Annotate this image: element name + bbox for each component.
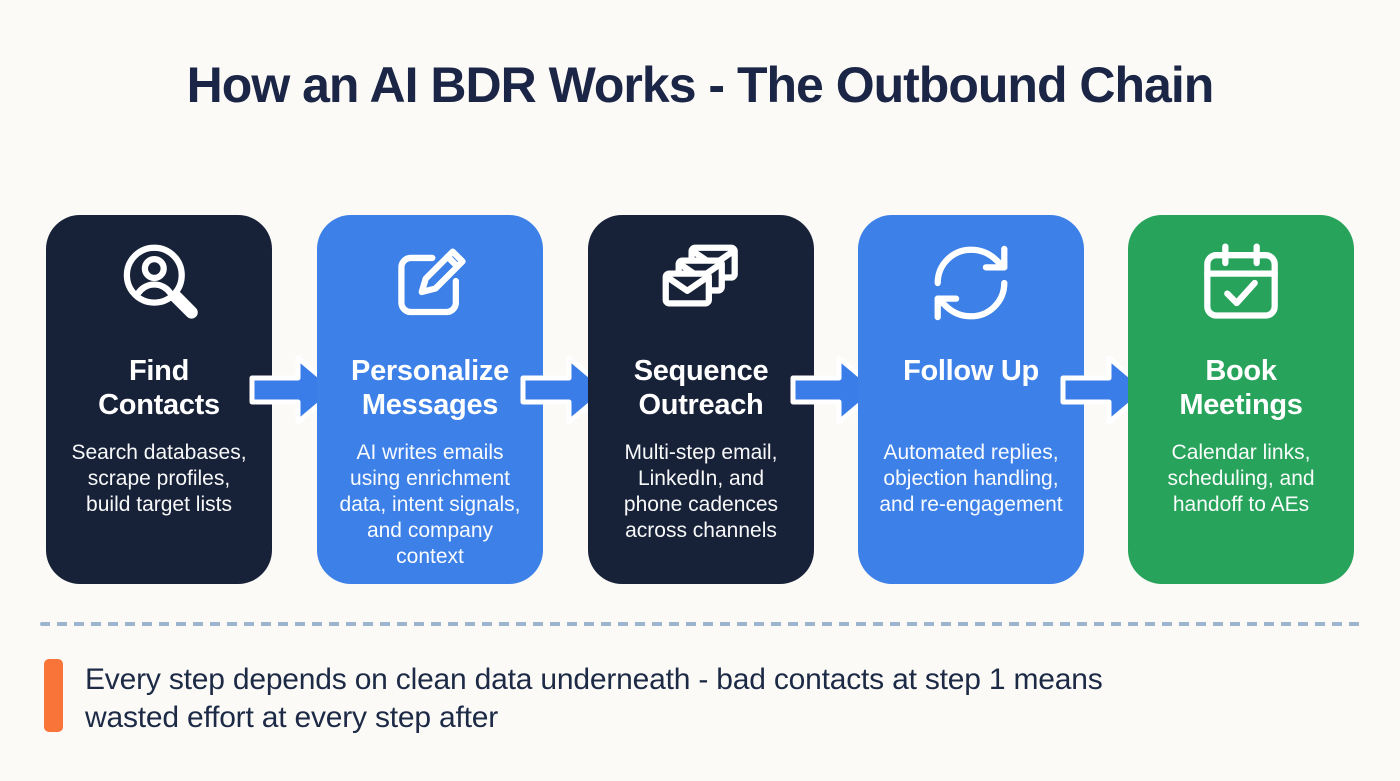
user-search-icon — [46, 236, 272, 330]
compose-edit-icon — [317, 236, 543, 330]
callout-accent-bar — [44, 659, 63, 732]
step-description: Automated replies,objection handling,and… — [879, 441, 1063, 516]
calendar-check-icon — [1128, 236, 1354, 330]
mail-stack-icon — [588, 236, 814, 330]
callout-text: Every step depends on clean data underne… — [85, 663, 1103, 734]
dashed-divider — [40, 622, 1360, 626]
step-description: Search databases,scrape profiles,build t… — [71, 441, 247, 516]
page-title: How an AI BDR Works - The Outbound Chain — [186, 57, 1215, 113]
step-card-follow-up: Follow Up Automated replies,objection ha… — [858, 215, 1084, 584]
step-title: Follow Up — [903, 355, 1039, 387]
refresh-icon — [858, 236, 1084, 330]
